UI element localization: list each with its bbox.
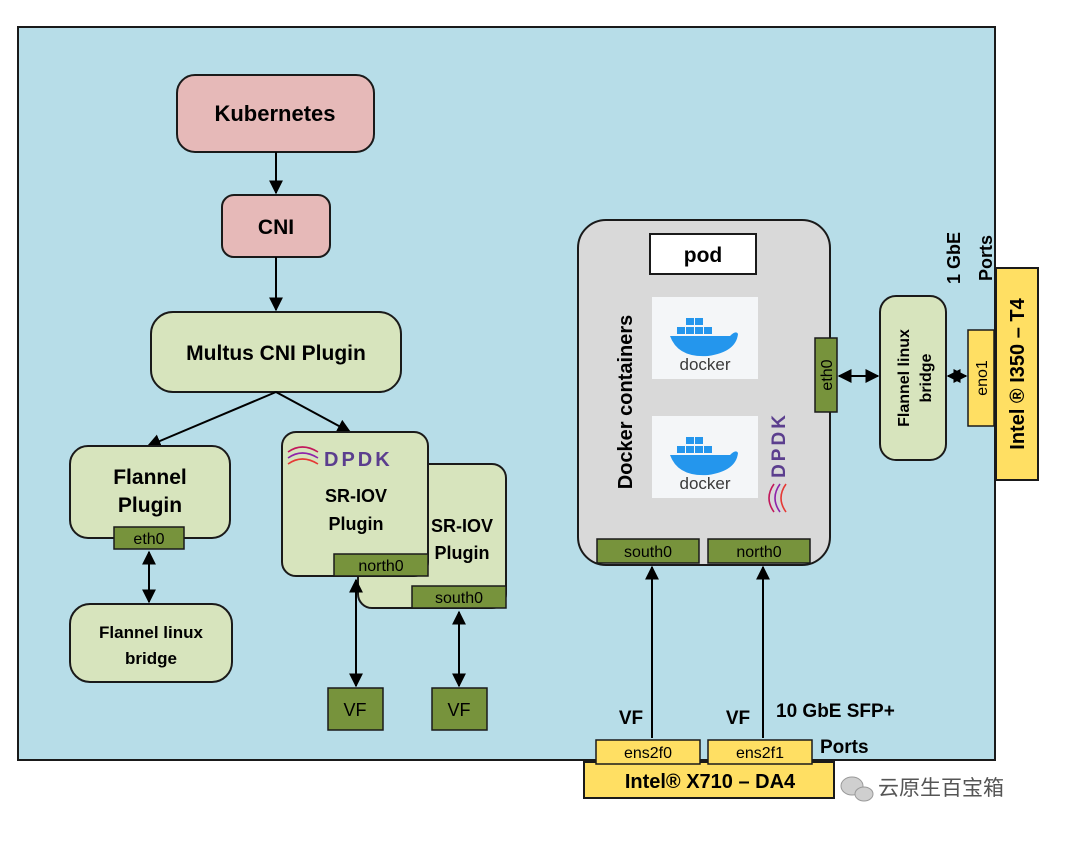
arrow-multus-sriov <box>275 391 352 433</box>
flannel-bridge-right-label-2: bridge <box>918 353 935 402</box>
south0-port-left: south0 <box>411 585 507 609</box>
sfp-ports-label-2: Ports <box>820 737 869 758</box>
flannel-plugin-label-2: Plugin <box>118 494 182 517</box>
vf-label-1: VF <box>619 708 643 729</box>
kubernetes-node: Kubernetes <box>176 74 375 153</box>
cni-node: CNI <box>221 194 331 258</box>
pod-container-box: pod Docker containers docker docker DPD <box>577 219 831 566</box>
vf-box-1: VF <box>327 687 384 731</box>
eth0-port-left-label: eth0 <box>133 531 164 548</box>
docker-containers-label: Docker containers <box>615 315 637 490</box>
eno1-port-label: eno1 <box>974 360 991 396</box>
cni-label: CNI <box>258 216 294 239</box>
docker-whale-icon <box>670 437 738 476</box>
ens2f1-port: ens2f1 <box>707 739 813 765</box>
vf-box-2-label: VF <box>447 700 470 720</box>
vf-label-2: VF <box>726 708 750 729</box>
flannel-bridge-left-node: Flannel linux bridge <box>69 603 233 683</box>
north0-port-pod: north0 <box>707 538 811 564</box>
sriov-back-label-1: SR-IOV <box>431 516 493 536</box>
flannel-bridge-left-label-1: Flannel linux <box>99 623 203 642</box>
vf-box-1-label: VF <box>343 700 366 720</box>
nic-i350: Intel ® I350 – T4 <box>995 267 1039 481</box>
sriov-back-label-2: Plugin <box>435 543 490 563</box>
docker-logo-1-text: docker <box>679 355 730 374</box>
flannel-plugin-label-1: Flannel <box>113 466 187 489</box>
pod-label-box <box>649 233 757 275</box>
nic-i350-label: Intel ® I350 – T4 <box>1007 297 1029 449</box>
ens2f0-port-label: ens2f0 <box>624 745 672 762</box>
ens2f0-port: ens2f0 <box>595 739 701 765</box>
ens2f1-port-label: ens2f1 <box>736 745 784 762</box>
dpdk-swirl-vertical-icon <box>768 483 787 513</box>
wechat-icon <box>840 776 874 802</box>
flannel-bridge-left-label-2: bridge <box>125 649 177 668</box>
north0-port-pod-label: north0 <box>736 544 781 561</box>
sriov-front-label-1: SR-IOV <box>325 486 387 506</box>
dpdk-logo: DPDK <box>287 446 393 471</box>
dpdk-logo-text: DPDK <box>324 449 393 471</box>
eth0-port-left: eth0 <box>113 526 185 550</box>
docker-logo-2: docker <box>652 416 758 498</box>
dpdk-logo-vertical: DPDK <box>768 412 790 513</box>
sfp-ports-label-1: 10 GbE SFP+ <box>776 701 895 722</box>
pod-label: pod <box>684 244 722 267</box>
nic-x710-label: Intel® X710 – DA4 <box>625 771 796 793</box>
south0-port-left-label: south0 <box>435 590 483 607</box>
north0-port-left: north0 <box>333 553 429 577</box>
vf-box-2: VF <box>431 687 488 731</box>
arrow-multus-flannel <box>146 391 277 448</box>
south0-port-pod-label: south0 <box>624 544 672 561</box>
docker-whale-icon <box>670 318 738 357</box>
watermark: 云原生百宝箱 <box>840 776 1004 802</box>
flannel-plugin-node: Flannel Plugin <box>69 445 231 539</box>
dpdk-swirl-icon <box>287 446 319 465</box>
south0-port-pod: south0 <box>596 538 700 564</box>
docker-logo-2-text: docker <box>679 474 730 493</box>
flannel-bridge-right-node: Flannel linux bridge <box>879 295 947 461</box>
multus-label: Multus CNI Plugin <box>186 342 366 365</box>
sriov-front-label-2: Plugin <box>329 514 384 534</box>
north0-port-left-label: north0 <box>358 558 403 575</box>
eth0-port-pod-label: eth0 <box>819 359 836 390</box>
gbe-ports-label-2: Ports <box>976 235 996 281</box>
nic-x710: Intel® X710 – DA4 <box>583 761 835 799</box>
kubernetes-label: Kubernetes <box>214 101 335 126</box>
docker-logo-1: docker <box>652 297 758 379</box>
gbe-ports-label-1: 1 GbE <box>944 232 964 284</box>
eno1-port: eno1 <box>967 329 995 427</box>
eth0-port-pod: eth0 <box>814 337 838 413</box>
dpdk-logo-vertical-text: DPDK <box>769 412 790 478</box>
multus-node: Multus CNI Plugin <box>150 311 402 393</box>
watermark-text: 云原生百宝箱 <box>878 776 1004 800</box>
flannel-bridge-right-label-1: Flannel linux <box>896 329 913 427</box>
